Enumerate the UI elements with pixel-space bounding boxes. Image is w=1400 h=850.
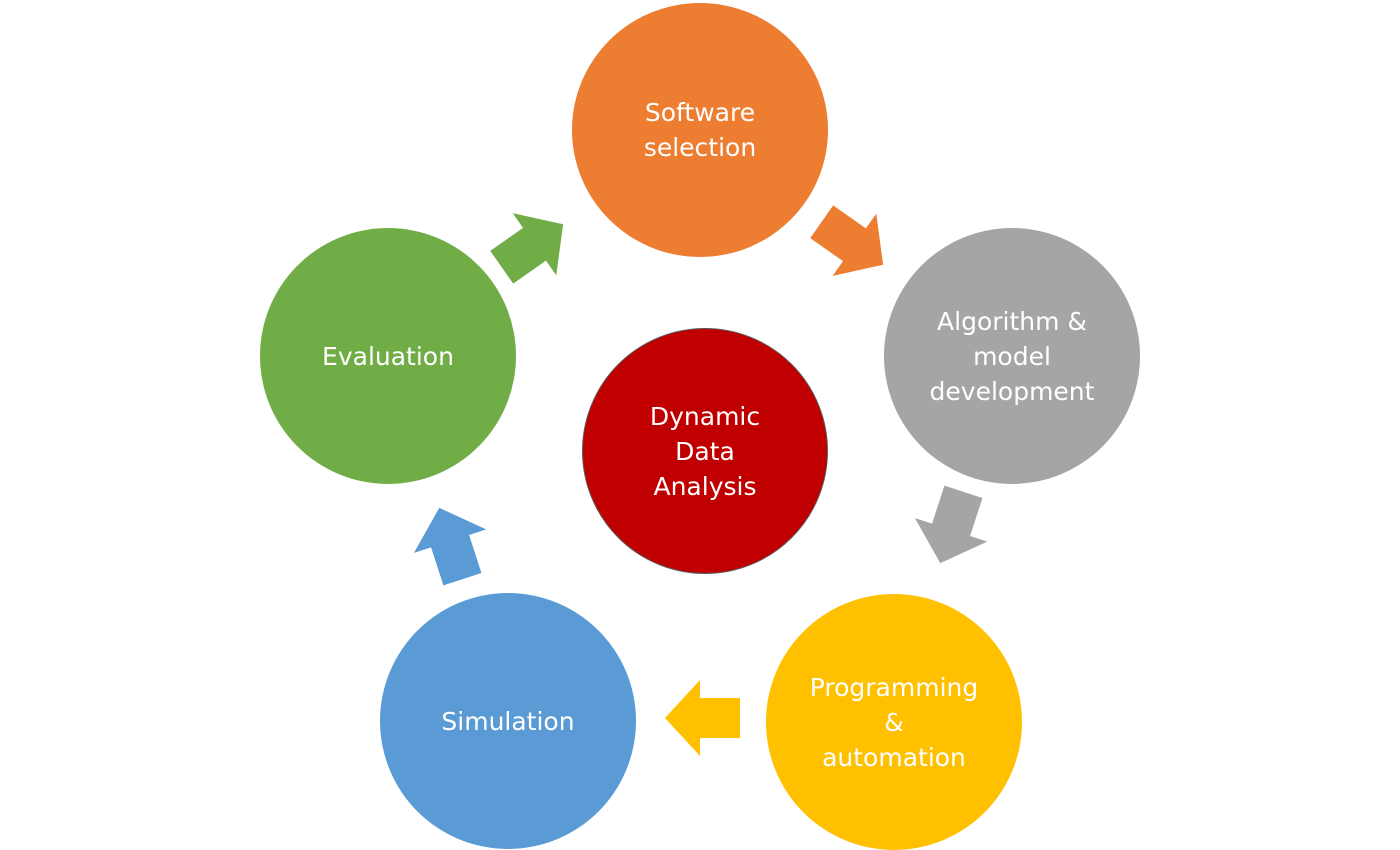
step-evaluation: Evaluation [260,228,516,484]
arrow-evaluation-to-software [490,213,564,284]
arrow-simulation-to-evaluation [413,507,487,586]
center-label: Dynamic Data Analysis [649,401,761,501]
step-programming-automation: Programming & automation [766,594,1022,850]
step-label: Software selection [643,98,757,162]
step-label: Programming & automation [809,672,979,772]
center-dynamic-data-analysis: Dynamic Data Analysis [582,328,828,574]
step-label: Simulation [441,706,575,736]
step-algorithm-model-development: Algorithm & model development [884,228,1140,484]
step-simulation: Simulation [380,593,636,849]
arrow-algorithm-to-programming [914,485,988,564]
arrow-software-to-algorithm [810,205,884,276]
step-software-selection: Software selection [572,3,828,257]
step-label: Algorithm & model development [929,306,1095,406]
arrow-programming-to-simulation [665,680,740,756]
step-label: Evaluation [322,341,454,371]
